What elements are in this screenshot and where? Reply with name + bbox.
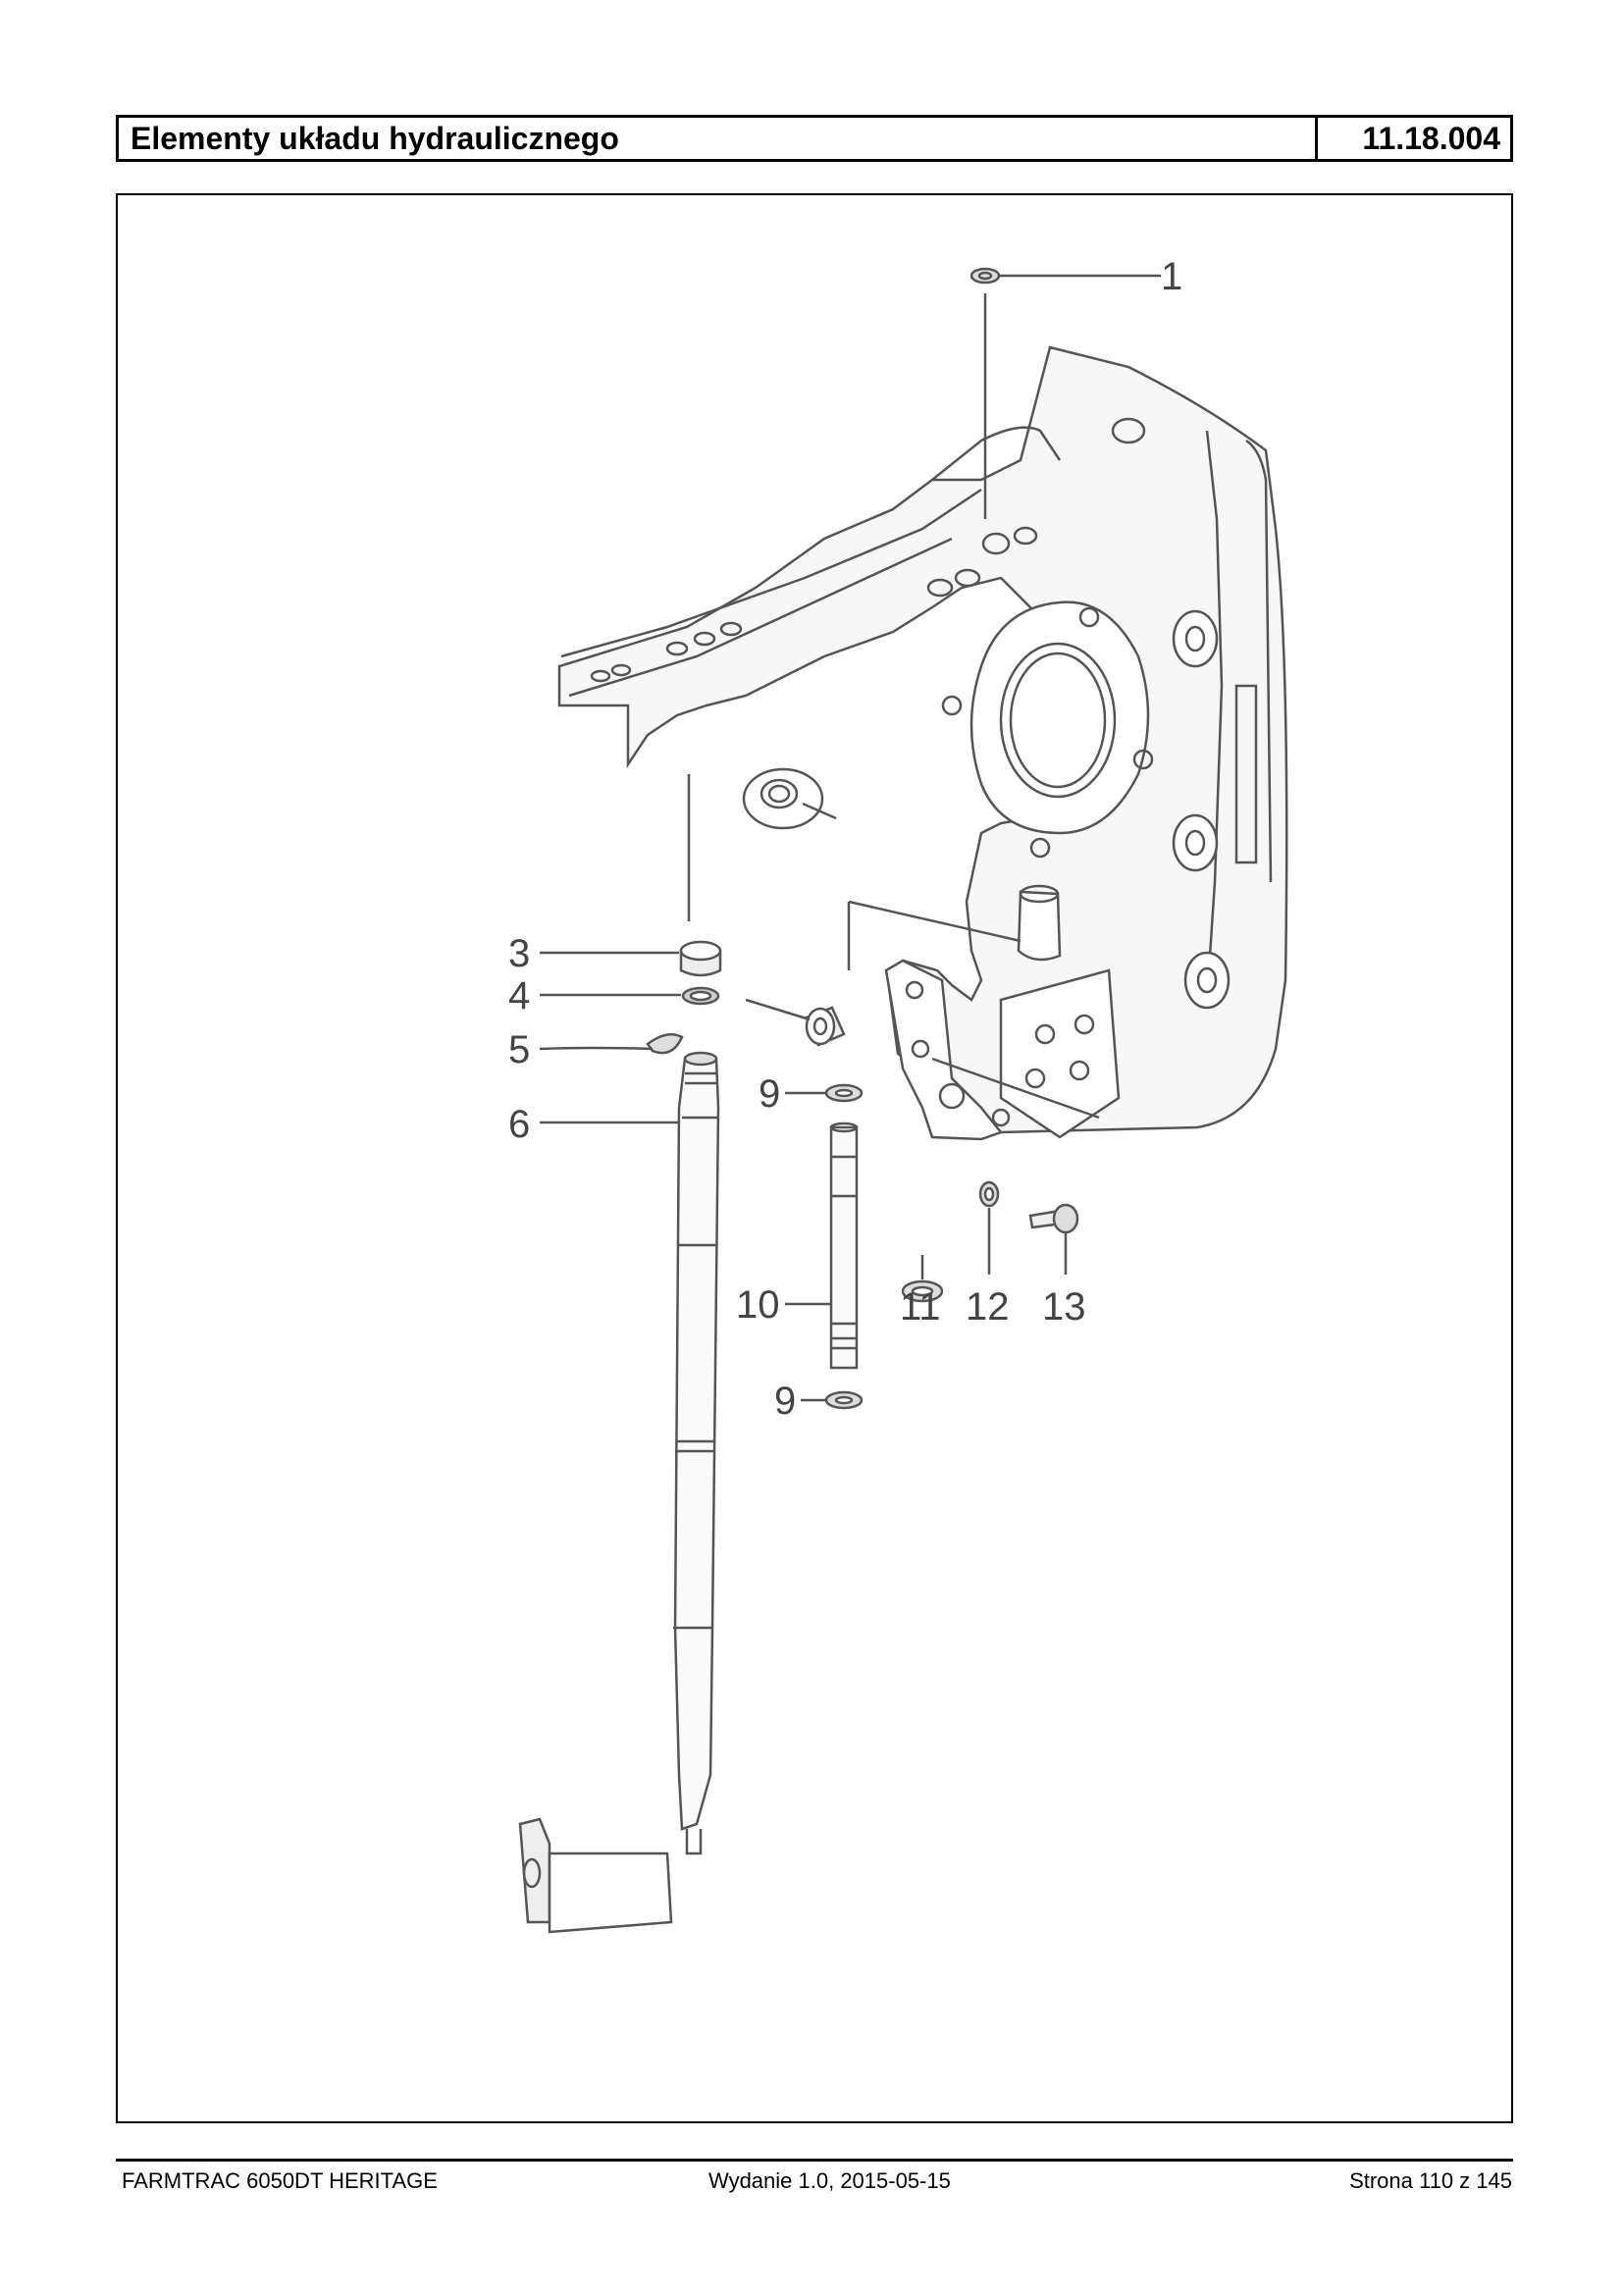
- footer-page-number: Strona 110 z 145: [1349, 2168, 1512, 2193]
- footer-edition: Wydanie 1.0, 2015-05-15: [708, 2168, 951, 2193]
- diagram-frame: 1 3 4 5 6 9 9 10 11 12 13: [116, 193, 1513, 2123]
- footer-rule: [116, 2159, 1513, 2162]
- part-5-clip: [539, 1032, 684, 1055]
- part-13-bolt: [1028, 1203, 1079, 1275]
- page-title: Elementy układu hydraulicznego: [119, 118, 1318, 159]
- part-6-shaft: [540, 1051, 720, 1855]
- callout-13: 13: [1042, 1285, 1086, 1329]
- callout-4: 4: [508, 974, 530, 1017]
- callout-3: 3: [508, 932, 530, 975]
- housing-plate: [557, 345, 1288, 1141]
- page-header: Elementy układu hydraulicznego 11.18.004: [116, 115, 1513, 162]
- shaft-bracket: [518, 1817, 673, 1934]
- callout-10: 10: [736, 1283, 780, 1327]
- part-9-washer-upper: [785, 1083, 864, 1103]
- callout-9-lower: 9: [774, 1380, 796, 1423]
- seal: [745, 998, 846, 1047]
- exploded-parts-diagram: 1 3 4 5 6 9 9 10 11 12 13: [508, 255, 1288, 1934]
- callout-12: 12: [966, 1285, 1010, 1329]
- part-9-washer-lower: [801, 1390, 864, 1410]
- callout-11: 11: [900, 1285, 941, 1329]
- part-10-pin: [785, 1121, 859, 1370]
- callout-1: 1: [1161, 255, 1182, 298]
- part-11-washer: [901, 1255, 944, 1303]
- part-3-bushing: [540, 940, 722, 977]
- callout-labels: 1 3 4 5 6 9 9 10 11 12 13: [508, 255, 1182, 1423]
- callout-9-upper: 9: [759, 1072, 780, 1116]
- part-12-spring-washer: [978, 1180, 1000, 1275]
- part-4-o-ring: [540, 986, 720, 1006]
- part-1-washer: [969, 267, 1161, 519]
- callout-5: 5: [508, 1028, 530, 1071]
- section-code: 11.18.004: [1362, 121, 1500, 156]
- callout-6: 6: [508, 1103, 530, 1146]
- footer-model: FARMTRAC 6050DT HERITAGE: [122, 2168, 438, 2193]
